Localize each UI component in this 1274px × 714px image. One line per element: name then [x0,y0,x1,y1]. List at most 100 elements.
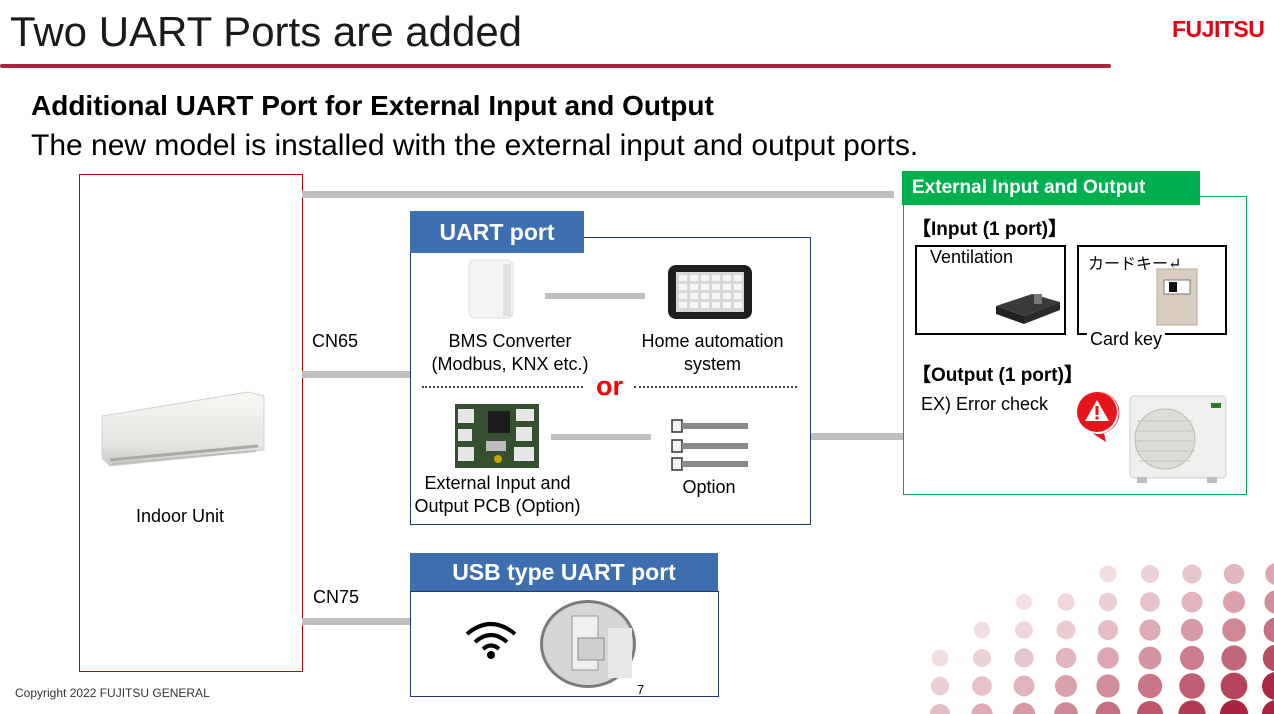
decorative-dot [1057,593,1075,611]
uart-port-box [410,237,811,525]
decorative-dot [1178,700,1206,714]
decorative-dot [1262,644,1274,672]
decorative-dot [1223,591,1245,613]
decorative-dot [1140,592,1160,612]
tablet-tile [679,275,687,281]
fujitsu-logo: FUJITSU [1172,16,1265,42]
line-to-external-io [302,191,894,198]
decorative-dot [1179,673,1205,699]
ventilation-label: Ventilation [930,247,1014,267]
decorative-dot [1220,700,1248,714]
decorative-dot [972,676,992,696]
tablet-tile [723,284,731,290]
wifi-icon [465,622,517,659]
decorative-dot [971,703,993,714]
divider-right [634,386,797,388]
ventilation-box [915,245,1066,335]
decorative-dot [930,704,950,714]
cn65-label: CN65 [312,331,359,351]
subtitle: Additional UART Port for External Input … [31,90,714,121]
tablet-tile [690,293,698,299]
tablet-tile [690,302,698,308]
tablet-tile [679,293,687,299]
input-heading: 【Input (1 port)】 [912,219,1068,240]
decorative-dot [930,676,950,696]
tablet-tile [734,302,742,308]
line-uart-to-external [811,433,903,440]
pcb-label: External Input and Output PCB (Option) [414,473,581,516]
decorative-dot [931,649,949,667]
decorative-dot [1181,591,1203,613]
home-automation-tablet-image [668,265,752,319]
indoor-unit-box [79,174,303,672]
tablet-tile [679,302,687,308]
tablet-tile [723,302,731,308]
decorative-dots [930,563,1274,714]
output-heading: 【Output (1 port)】 [912,365,1083,386]
indoor-unit-image [101,391,265,467]
decorative-dot [1137,701,1163,714]
tablet-tile [734,293,742,299]
decorative-dot [1265,563,1274,585]
decorative-dot [1016,594,1032,610]
bms-converter-image [468,259,514,319]
title-underline [0,64,1111,68]
line-cn75 [302,618,410,625]
decorative-dot [1137,673,1163,699]
cn75-label: CN75 [313,587,360,607]
decorative-dot [1180,618,1204,642]
ventilation-unit-image [996,294,1060,324]
card-key-device-image [1156,268,1198,326]
external-io-header: External Input and Output [902,171,1200,205]
decorative-dot [1220,672,1248,700]
bms-converter-label: BMS Converter (Modbus, KNX etc.) [431,331,589,374]
tablet-tile [712,275,720,281]
decorative-dot [1223,563,1245,585]
tablet-tile [701,302,709,308]
outdoor-unit-image [1129,395,1227,483]
decorative-dot [973,649,991,667]
usb-uart-port-box [410,591,719,697]
uart-port-header: UART port [410,211,584,253]
decorative-dot [1182,564,1202,584]
decorative-dot [1013,675,1035,697]
card-key-box [1077,245,1227,335]
pcb-image [455,404,539,468]
tablet-tile [679,284,687,290]
decorative-dot [1180,646,1204,670]
decorative-dot [1222,618,1246,642]
error-check-label: EX) Error check [921,394,1049,414]
tablet-tile [712,302,720,308]
tablet-tile [701,293,709,299]
tablet-tile [723,293,731,299]
decorative-dot [1054,702,1078,714]
copyright: Copyright 2022 FUJITSU GENERAL [15,686,210,700]
option-label: Option [682,477,736,497]
decorative-dot [1262,700,1274,714]
bms-link-line [545,293,645,299]
decorative-dot [1098,592,1118,612]
decorative-dot [1014,648,1034,668]
decorative-dot [973,621,991,639]
decorative-dot [1139,619,1161,641]
decorative-dot [1098,620,1118,640]
usb-uart-port-header: USB type UART port [410,553,718,591]
tablet-tile [701,275,709,281]
description: The new model is installed with the exte… [31,129,919,162]
decorative-dot [1264,590,1274,614]
option-cable-image [671,419,748,471]
tablet-tile [734,275,742,281]
decorative-dot [1097,647,1119,669]
decorative-dot [1262,672,1274,700]
indoor-unit-label: Indoor Unit [135,506,225,526]
decorative-dot [1096,674,1120,698]
decorative-dot [1095,701,1121,714]
decorative-dot [1141,565,1159,583]
decorative-dot [1221,645,1247,671]
decorative-dot [1055,675,1077,697]
or-label: or [596,371,623,401]
home-automation-label: Home automation system [641,331,784,374]
decorative-dot [1012,702,1036,714]
line-cn65 [302,371,410,378]
warning-icon [1077,391,1120,442]
